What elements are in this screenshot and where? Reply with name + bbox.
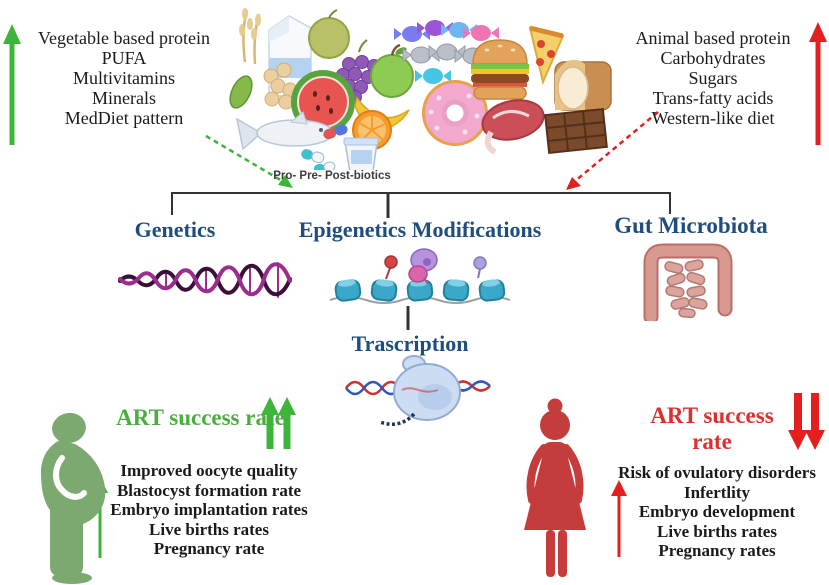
woman-icon <box>524 398 586 577</box>
bracket-connector <box>171 192 671 218</box>
green-dashed-arrow-icon <box>205 134 293 188</box>
positive-diet-list: Vegetable based protein PUFA Multivitami… <box>20 28 228 128</box>
diet-item: Sugars <box>688 68 738 88</box>
green-up-arrow-icon <box>3 24 21 145</box>
red-dashed-arrow-icon <box>566 111 659 190</box>
art-success-rate-negative-title: ART success rate <box>650 403 774 454</box>
double-red-down-arrows-icon <box>788 393 825 450</box>
outcome-item: Live births rates <box>657 521 777 541</box>
diet-item: Trans-fatty acids <box>652 88 774 108</box>
outcome-item: Improved oocyte quality <box>120 461 298 480</box>
epigenetics-heading: Epigenetics Modifications <box>298 217 542 242</box>
candies-icon <box>394 20 499 84</box>
meat-icon <box>481 99 545 155</box>
positive-outcomes-list: Improved oocyte quality Blastocyst forma… <box>103 461 315 559</box>
dna-icon <box>118 262 292 298</box>
red-up-arrow-icon <box>809 22 827 145</box>
outcome-item: Infertlity <box>683 482 751 502</box>
diet-item: Vegetable based protein <box>38 28 210 48</box>
gut-microbiota-heading: Gut Microbiota <box>614 213 768 238</box>
pills-icon <box>301 124 348 170</box>
diet-item: Animal based protein <box>635 28 791 48</box>
diet-item: Western-like diet <box>651 108 775 128</box>
diet-item: Multivitamins <box>72 68 175 88</box>
double-green-up-arrows-icon <box>261 397 296 449</box>
food-collage <box>229 8 612 170</box>
rna-polymerase-icon <box>345 355 491 426</box>
melon-icon <box>308 9 350 59</box>
outcome-item: Live births rates <box>149 519 269 539</box>
intestine-icon <box>643 243 733 321</box>
diet-item: PUFA <box>101 48 147 68</box>
outcome-item: Pregnancy rate <box>153 539 265 558</box>
yogurt-icon <box>343 137 379 170</box>
watermelon-icon <box>291 70 355 134</box>
donut-icon <box>422 80 488 146</box>
bread-icon <box>554 59 612 111</box>
acetyl-mark-icon <box>473 256 487 279</box>
diet-item: MedDiet pattern <box>64 108 184 128</box>
pregnant-woman-icon <box>41 412 106 584</box>
outcome-item: Blastocyst formation rate <box>116 480 302 500</box>
lime-leaf-icon <box>229 75 253 109</box>
diet-item: Minerals <box>92 88 156 108</box>
fish-icon <box>235 111 334 151</box>
nucleosomes-icon <box>329 248 511 304</box>
burger-icon <box>471 39 529 100</box>
chocolate-icon <box>544 107 608 155</box>
genetics-heading: Genetics <box>134 217 216 242</box>
negative-outcomes-list: Risk of ovulatory disorders Infertlity E… <box>608 463 826 561</box>
pizza-icon <box>528 25 565 86</box>
methyl-mark-icon <box>384 255 398 280</box>
outcome-item: Risk of ovulatory disorders <box>618 463 816 482</box>
negative-diet-list: Animal based protein Carbohydrates Sugar… <box>608 28 818 128</box>
outcome-item: Pregnancy rates <box>658 541 776 560</box>
green-apple-icon <box>370 43 414 98</box>
thin-red-up-arrow-icon <box>611 480 627 557</box>
enzyme-icon <box>408 248 438 285</box>
transcription-heading: Trascription <box>351 331 469 356</box>
outcome-item: Embryo implantation rates <box>110 500 308 519</box>
art-success-rate-positive-title: ART success rate <box>116 405 285 430</box>
wheat-icon <box>239 8 261 65</box>
diet-item: Carbohydrates <box>660 48 766 68</box>
probiotics-label: Pro- Pre- Post-biotics <box>273 170 391 182</box>
outcome-item: Embryo development <box>638 502 796 521</box>
